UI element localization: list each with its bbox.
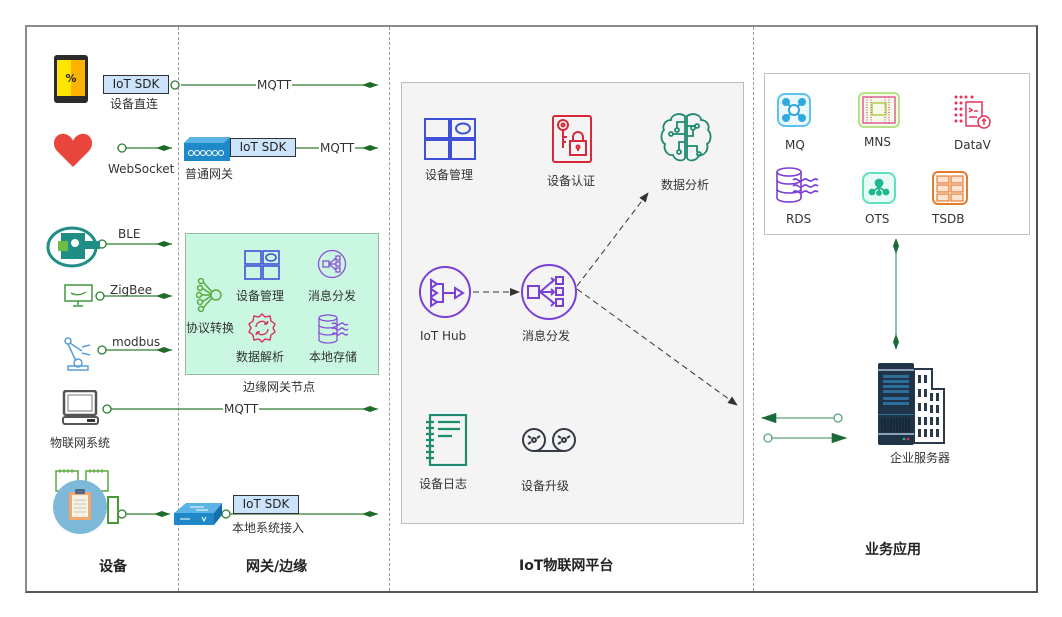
caption-normal-gateway: 普通网关 [185, 167, 234, 181]
service-label-mq: MQ [785, 138, 805, 152]
caption-local-access: 本地系统接入 [232, 521, 305, 535]
heart-icon [53, 133, 93, 167]
gateway-router-icon [184, 137, 230, 161]
protocol-label-mqtt-iotsystem: MQTT [223, 402, 260, 416]
device-mgmt-icon [424, 118, 476, 160]
service-label-mns: MNS [864, 135, 891, 149]
platform-iot-hub-label: IoT Hub [420, 329, 467, 343]
arrow-dispatch-to-analysis [576, 192, 649, 287]
caption-iot-system: 物联网系统 [50, 436, 111, 450]
iot-sdk-box-direct: IoT SDK [103, 75, 169, 94]
device-upgrade-reel-icon [522, 428, 576, 452]
protocol-label-mqtt-gateway: MQTT [319, 141, 356, 155]
iot-sdk-box-local: IoT SDK [233, 495, 299, 514]
edge-msg-dispatch-label: 消息分发 [308, 289, 357, 303]
platform-device-auth-label: 设备认证 [547, 174, 596, 188]
platform-data-analysis-label: 数据分析 [661, 178, 710, 192]
caption-edge-gateway-node: 边缘网关节点 [243, 380, 316, 394]
tsdb-service-icon [932, 171, 968, 205]
edge-device-mgmt-label: 设备管理 [236, 289, 285, 303]
column-title-devices: 设备 [99, 559, 127, 575]
iot-hub-icon [419, 266, 471, 318]
ble-circuit-board-icon [46, 226, 100, 268]
column-divider-3 [753, 27, 754, 591]
platform-device-mgmt-label: 设备管理 [425, 168, 474, 182]
mns-service-icon [858, 92, 900, 128]
computer-icon [62, 390, 99, 425]
column-title-platform: IoT物联网平台 [519, 558, 614, 574]
device-log-notebook-icon [426, 414, 468, 466]
caption-enterprise-server: 企业服务器 [890, 451, 951, 465]
service-label-rds: RDS [786, 212, 812, 226]
edge-data-parse-label: 数据解析 [236, 350, 285, 364]
zigbee-monitor-icon [64, 284, 93, 307]
edge-local-storage-label: 本地存储 [309, 350, 358, 364]
edge-local-storage-icon [318, 314, 349, 344]
arrow-dispatch-to-business [576, 288, 738, 406]
service-label-tsdb: TSDB [932, 212, 965, 226]
protocol-label-zigbee: ZigBee [110, 283, 153, 297]
service-label-datav: DataV [954, 138, 991, 152]
edge-msg-dispatch-icon [317, 249, 347, 279]
svg-text:%: % [65, 72, 76, 85]
protocol-label-mqtt-1: MQTT [256, 78, 293, 92]
protocol-label-websocket: WebSocket [108, 162, 175, 176]
mq-service-icon [777, 93, 811, 127]
rds-service-icon [776, 167, 819, 203]
ots-service-icon [862, 172, 896, 204]
platform-msg-dispatch-label: 消息分发 [522, 329, 571, 343]
column-divider-1 [178, 27, 179, 591]
service-label-ots: OTS [865, 212, 890, 226]
edge-protocol-convert-label: 协议转换 [186, 321, 235, 335]
caption-direct-connect: 设备直连 [110, 97, 159, 111]
diagram-frame [25, 25, 1038, 593]
msg-dispatch-icon [521, 264, 577, 320]
platform-device-log-label: 设备日志 [419, 477, 468, 491]
local-systems-cluster-icon [53, 469, 119, 534]
network-switch-icon [174, 503, 222, 525]
smartphone-icon: % [54, 55, 88, 103]
enterprise-server-building-icon [878, 363, 945, 445]
protocol-label-ble: BLE [118, 227, 141, 241]
robot-arm-icon [64, 337, 91, 371]
platform-device-upgrade-label: 设备升级 [521, 479, 570, 493]
column-divider-2 [389, 27, 390, 591]
column-title-gateway: 网关/边缘 [246, 559, 308, 575]
datav-service-icon [954, 95, 991, 129]
edge-gateway-node-panel [185, 233, 379, 375]
column-title-business: 业务应用 [865, 542, 921, 558]
iot-sdk-box-gateway: IoT SDK [230, 138, 296, 157]
edge-data-parse-icon [248, 313, 276, 343]
device-auth-key-lock-icon [552, 115, 592, 163]
data-analysis-brain-icon [660, 113, 712, 162]
protocol-label-modbus: modbus [112, 335, 161, 349]
protocol-convert-icon [196, 278, 222, 312]
edge-device-mgmt-icon [244, 250, 280, 280]
